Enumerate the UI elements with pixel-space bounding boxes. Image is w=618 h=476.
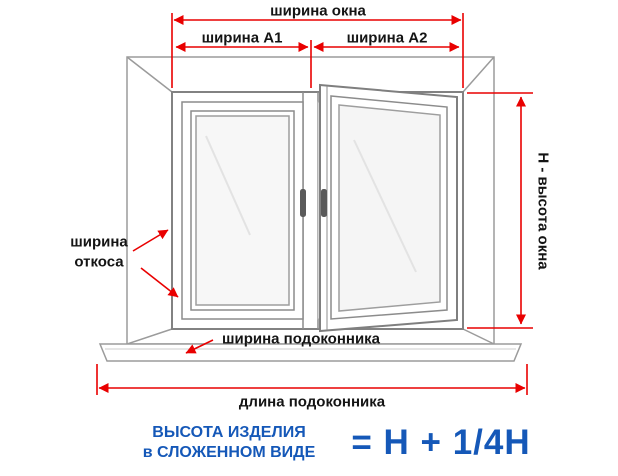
label-width-a2: ширина А2 [346,29,428,47]
dimension-lines [96,13,533,395]
label-sill-length: длина подоконника [238,393,386,411]
sill-width-pointer-arrow [185,339,214,354]
slope-pointer-arrow-upper [132,229,169,252]
formula-equation: = Н + 1/4Н [351,423,531,462]
label-window-width: ширина окна [270,2,366,20]
formula-caption-line2: в СЛОЖЕННОМ ВИДЕ [142,444,316,461]
open-sash [317,83,458,333]
label-slope-width-line1: ширина [70,233,128,251]
slope-pointer-arrow-lower [140,267,179,298]
windowsill [98,343,523,362]
formula-caption-line1: ВЫСОТА ИЗДЕЛИЯ [152,424,306,441]
label-slope-width-line2: откоса [74,253,124,270]
label-slope-width: ширина откоса [70,233,128,272]
label-window-height: Н - высота окна [534,152,552,270]
label-width-a1: ширина А1 [201,29,283,47]
window-handles [300,189,327,217]
label-sill-width: ширина подоконника [221,330,381,348]
left-sash [181,101,304,320]
